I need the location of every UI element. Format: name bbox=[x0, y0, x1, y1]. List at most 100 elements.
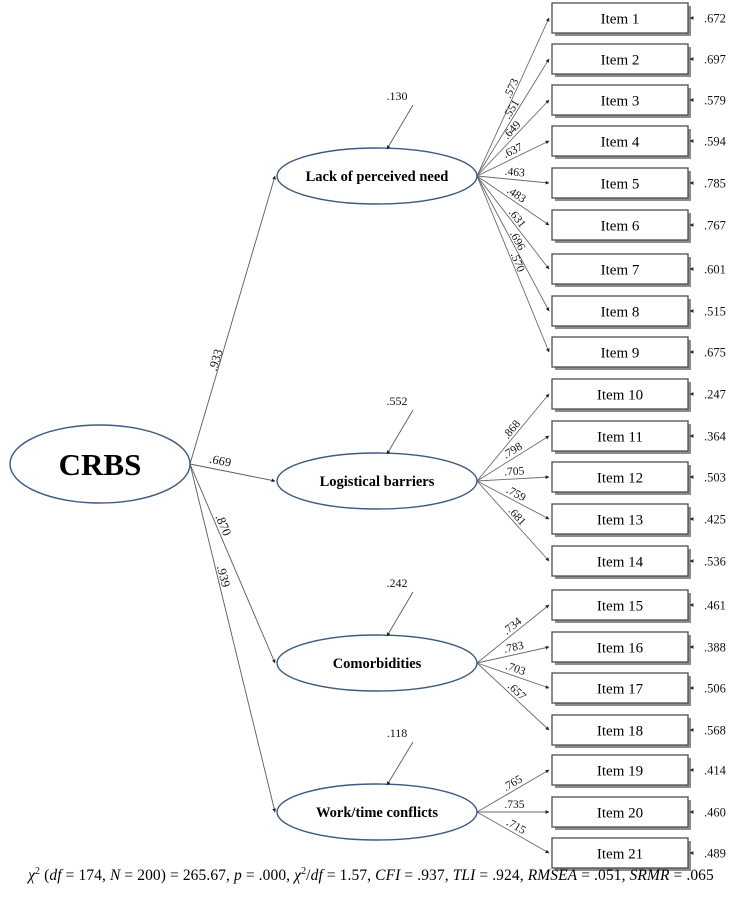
residual-value: .601 bbox=[704, 263, 726, 277]
disturbance-arrow bbox=[386, 591, 414, 637]
loading-value: .735 bbox=[504, 799, 524, 811]
item-node[interactable]: Item 17 bbox=[551, 672, 691, 706]
item-box[interactable] bbox=[551, 420, 689, 452]
item-box[interactable] bbox=[551, 672, 689, 704]
item-node[interactable]: Item 18 bbox=[551, 714, 691, 748]
loading-path: .735 bbox=[477, 799, 550, 814]
residual-node: .506 bbox=[689, 682, 726, 696]
residual-node: .489 bbox=[689, 847, 726, 861]
residual-value: .579 bbox=[704, 94, 726, 108]
loading-path: .705 bbox=[476, 465, 550, 482]
factor-node[interactable]: Lack of perceived need bbox=[276, 147, 478, 205]
item-box[interactable] bbox=[551, 253, 689, 285]
loading-value: .631 bbox=[506, 207, 528, 230]
item-box[interactable] bbox=[551, 295, 689, 327]
factor-ellipse[interactable] bbox=[276, 634, 478, 692]
item-node[interactable]: Item 7 bbox=[551, 253, 691, 287]
item-box[interactable] bbox=[551, 43, 689, 75]
item-node[interactable]: Item 10 bbox=[551, 378, 691, 412]
disturbance: .118 bbox=[386, 726, 414, 786]
residual-value: .388 bbox=[704, 641, 726, 655]
item-box[interactable] bbox=[551, 336, 689, 368]
residual-node: .515 bbox=[689, 305, 726, 319]
factor-label: Lack of perceived need bbox=[306, 169, 449, 185]
residual-node: .503 bbox=[689, 471, 726, 485]
residual-node: .785 bbox=[689, 177, 726, 191]
loading-arrow bbox=[476, 175, 550, 353]
structural-value: .939 bbox=[214, 564, 233, 589]
item-node[interactable]: Item 9 bbox=[551, 336, 691, 370]
factor-node[interactable]: Work/time conflicts bbox=[276, 783, 478, 841]
residual-value: .247 bbox=[704, 388, 726, 402]
loading-arrow bbox=[476, 17, 550, 177]
crbs-ellipse[interactable] bbox=[9, 424, 191, 504]
factor-ellipse[interactable] bbox=[276, 147, 478, 205]
item-node[interactable]: Item 21 bbox=[551, 837, 691, 871]
item-label: Item 18 bbox=[597, 724, 643, 740]
crbs-label: CRBS bbox=[59, 447, 142, 482]
item-box[interactable] bbox=[551, 796, 689, 828]
factor-ellipse[interactable] bbox=[276, 452, 478, 510]
residual-node: .461 bbox=[689, 599, 726, 613]
residual-value: .489 bbox=[704, 847, 726, 861]
item-box[interactable] bbox=[551, 125, 689, 157]
structural-paths-group: .933 .669.870.939 bbox=[189, 175, 277, 813]
item-node[interactable]: Item 14 bbox=[551, 545, 691, 579]
loading-value: .551 bbox=[501, 98, 522, 122]
item-node[interactable]: Item 5 bbox=[551, 167, 691, 201]
item-box[interactable] bbox=[551, 589, 689, 621]
residual-value: .568 bbox=[704, 724, 726, 738]
structural-path: .669 bbox=[189, 452, 276, 483]
structural-path: .939 bbox=[189, 463, 277, 813]
structural-value: .669 bbox=[208, 452, 232, 470]
item-node[interactable]: Item 16 bbox=[551, 631, 691, 665]
item-box[interactable] bbox=[551, 714, 689, 746]
loading-arrow bbox=[476, 645, 550, 664]
structural-arrow bbox=[189, 463, 276, 664]
item-box[interactable] bbox=[551, 84, 689, 116]
residual-value: .536 bbox=[704, 555, 726, 569]
disturbance-value: .242 bbox=[387, 576, 408, 590]
factor-node[interactable]: Comorbidities bbox=[276, 634, 478, 692]
disturbance-arrow bbox=[386, 409, 414, 455]
loading-path: .715 bbox=[476, 811, 550, 854]
item-box[interactable] bbox=[551, 167, 689, 199]
item-box[interactable] bbox=[551, 209, 689, 241]
residual-node: .767 bbox=[689, 219, 726, 233]
item-box[interactable] bbox=[551, 461, 689, 493]
item-node[interactable]: Item 13 bbox=[551, 503, 691, 537]
item-node[interactable]: Item 20 bbox=[551, 796, 691, 830]
item-box[interactable] bbox=[551, 2, 689, 34]
item-box[interactable] bbox=[551, 754, 689, 786]
loading-arrow bbox=[476, 175, 550, 270]
item-boxes-group: Item 1 Item 2 Item 3 Item 4 Item 5 Item 6 Item… bbox=[551, 2, 691, 871]
structural-value: .933 bbox=[206, 347, 226, 372]
item-node[interactable]: Item 12 bbox=[551, 461, 691, 495]
item-box[interactable] bbox=[551, 378, 689, 410]
item-box[interactable] bbox=[551, 837, 689, 869]
residual-node: .594 bbox=[689, 135, 727, 149]
item-node[interactable]: Item 3 bbox=[551, 84, 691, 118]
item-node[interactable]: Item 19 bbox=[551, 754, 691, 788]
item-node[interactable]: Item 11 bbox=[551, 420, 691, 454]
item-node[interactable]: Item 6 bbox=[551, 209, 691, 243]
item-box[interactable] bbox=[551, 545, 689, 577]
item-box[interactable] bbox=[551, 631, 689, 663]
item-box[interactable] bbox=[551, 503, 689, 535]
item-node[interactable]: Item 15 bbox=[551, 589, 691, 623]
loading-arrow bbox=[476, 769, 550, 813]
residual-node: .568 bbox=[689, 724, 726, 738]
loading-value: .657 bbox=[505, 680, 528, 703]
structural-path: .870 bbox=[189, 463, 276, 664]
item-node[interactable]: Item 2 bbox=[551, 43, 691, 77]
factor-ellipse[interactable] bbox=[276, 783, 478, 841]
disturbance-arrow bbox=[386, 104, 414, 150]
factor-node[interactable]: Logistical barriers bbox=[276, 452, 478, 510]
crbs-node[interactable]: CRBS bbox=[9, 424, 191, 504]
item-node[interactable]: Item 1 bbox=[551, 2, 691, 36]
item-label: Item 20 bbox=[597, 806, 643, 822]
item-node[interactable]: Item 8 bbox=[551, 295, 691, 329]
item-node[interactable]: Item 4 bbox=[551, 125, 691, 159]
